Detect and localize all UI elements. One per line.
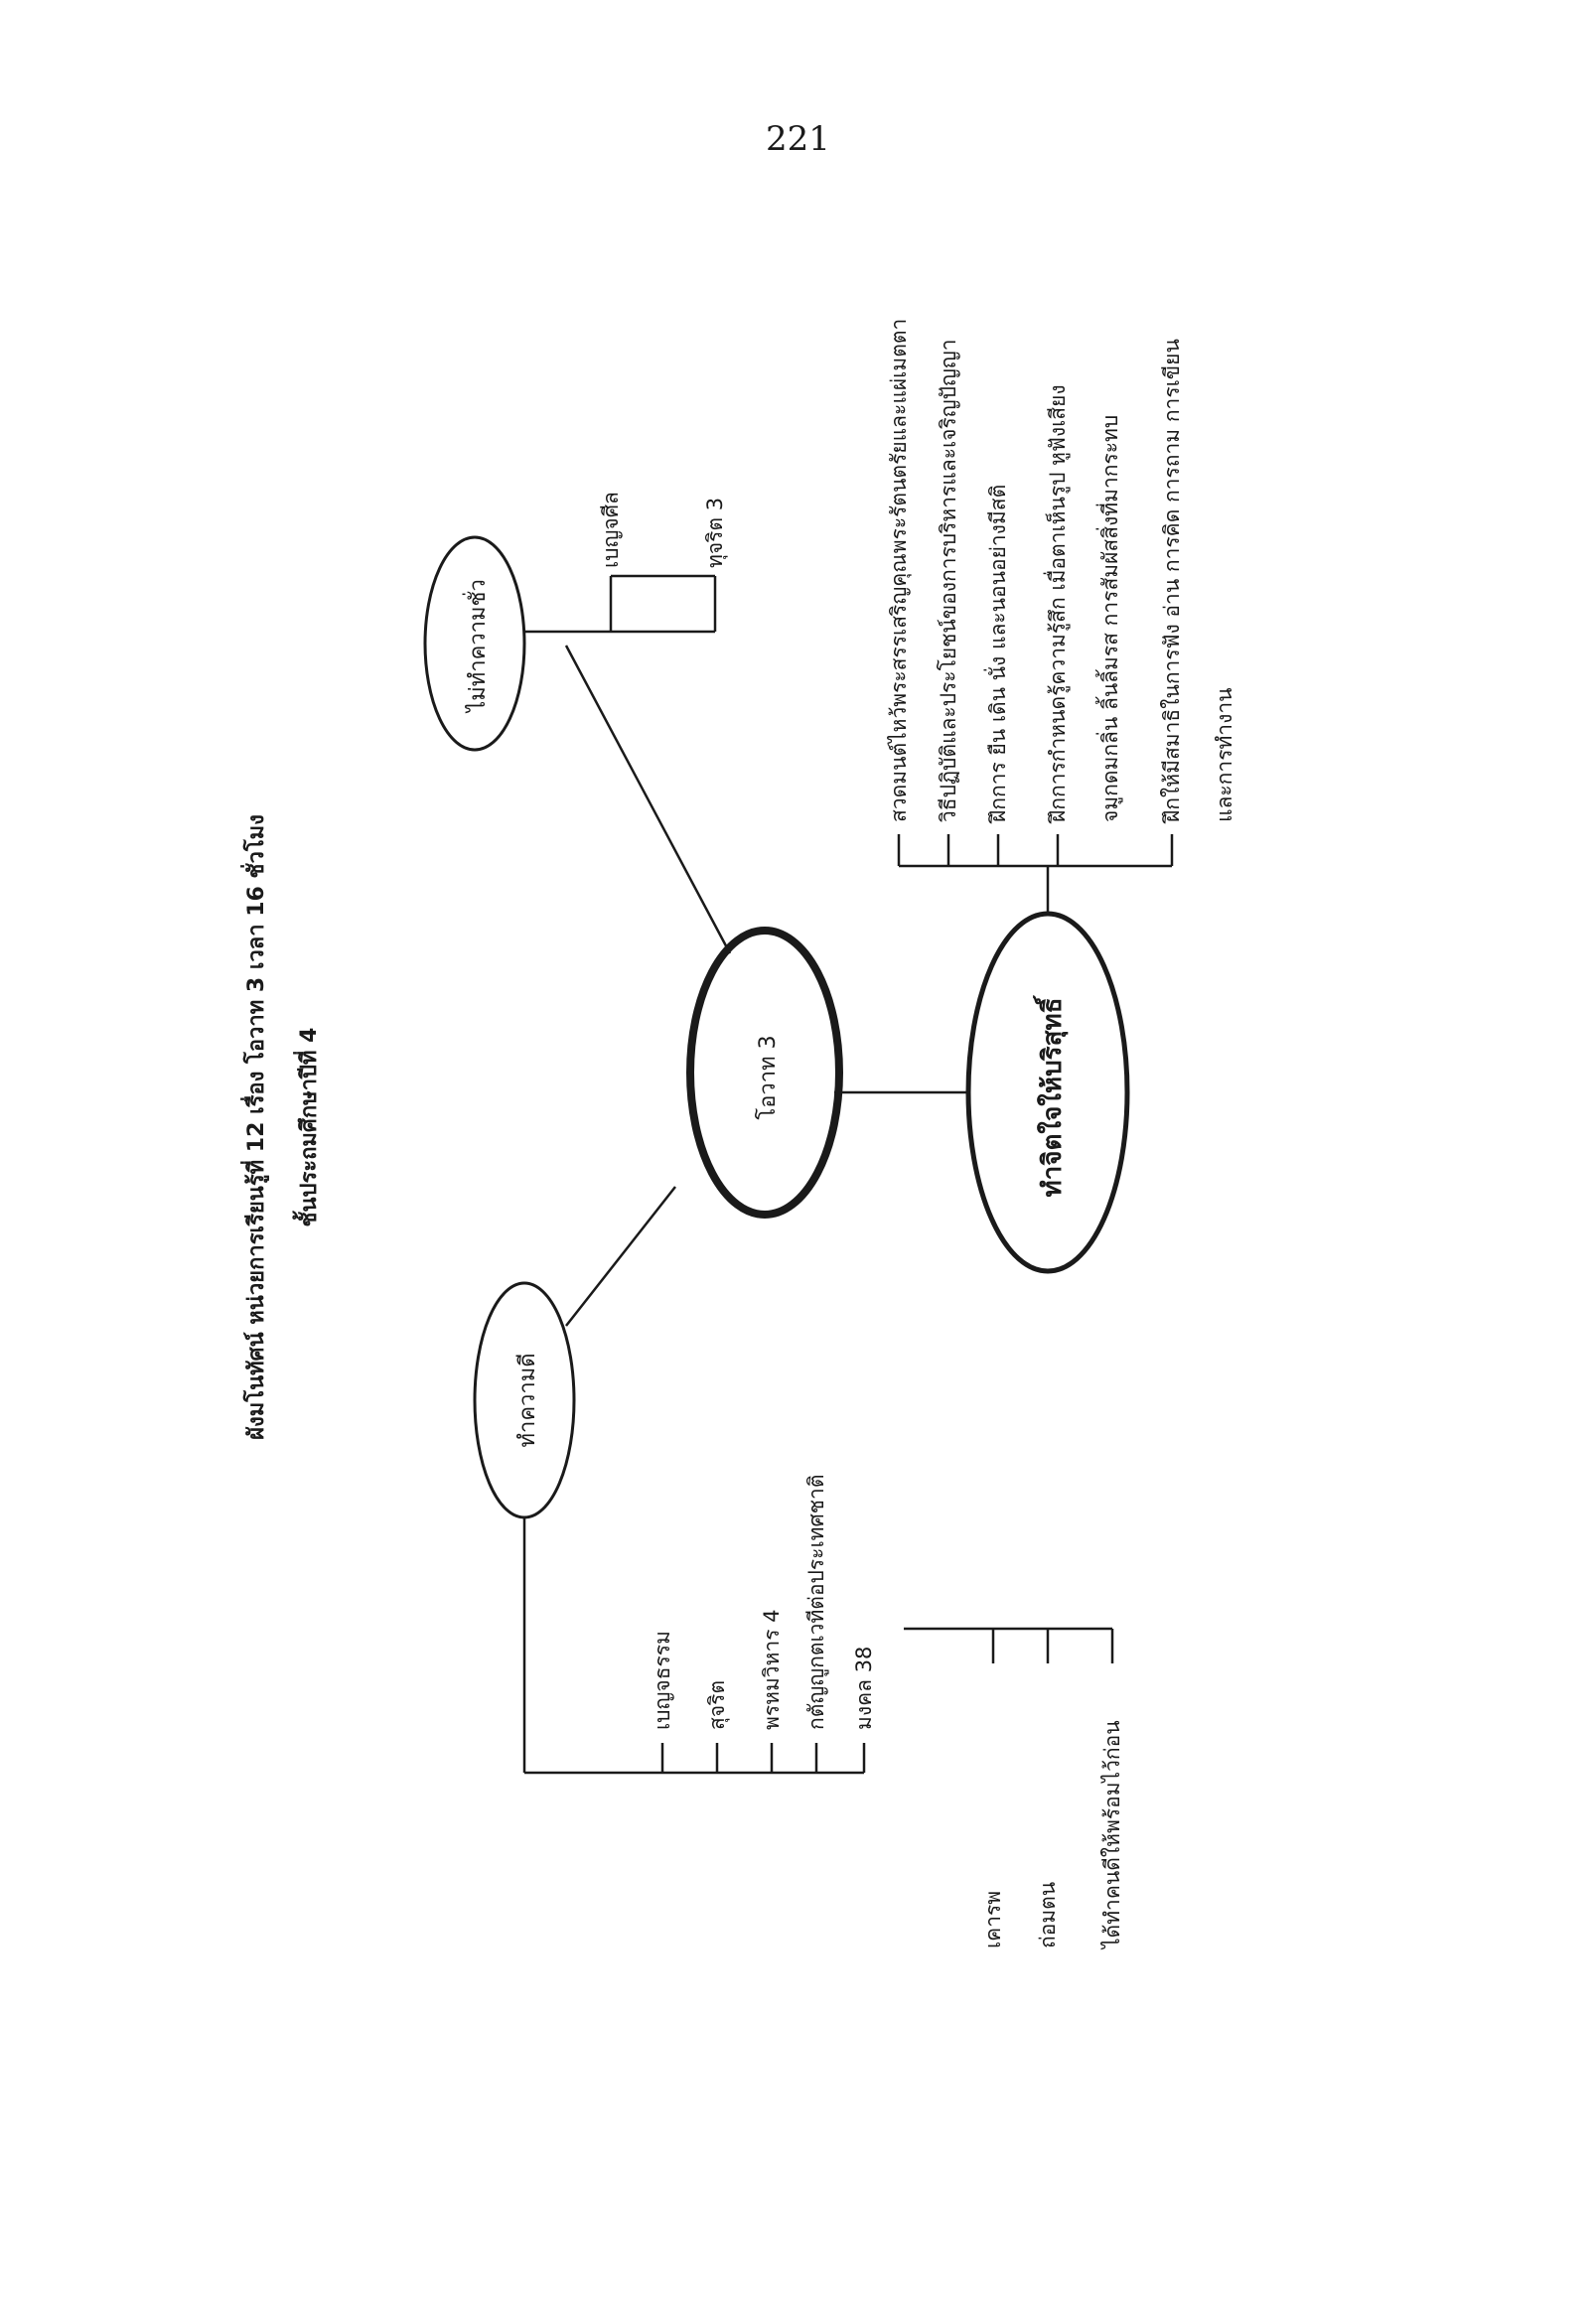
link-center-do — [565, 1186, 676, 1327]
dont-label: ไม่ทำความชั่ว — [462, 579, 491, 714]
do-item: เบญจธรรม — [651, 1631, 674, 1730]
page-number: 221 — [766, 119, 830, 159]
branch-do: ทำความดี เบญจธรรม สุจริต พรหมวิหาร 4 กตั… — [473, 1281, 1124, 1950]
center-label: โอวาท 3 — [755, 1035, 781, 1119]
purify-item: จมูกดมกลิ่น ลิ้นลิ้มรส การสัมผัสสิ่งที่ม… — [1095, 415, 1123, 822]
center-oval — [686, 927, 843, 1219]
do-item: พรหมวิหาร 4 — [760, 1609, 784, 1730]
title-line-2: ชั้นประถมศึกษาปีที่ 4 — [292, 1028, 322, 1227]
dont-item: เบญจศีล — [599, 492, 623, 568]
do-item: สุจริต — [705, 1680, 730, 1730]
purify-item: สวดมนต์ไหว้พระสรรเสริญคุณพระรัตนตรัยและแ… — [887, 319, 912, 822]
purify-item: ฝึกการกำหนดรู้ความรู้สึก เมื่อตาเห็นรูป … — [1043, 384, 1071, 824]
mongkol-item: ได้ทำคนดีให้พร้อมไว้ก่อน — [1100, 1720, 1124, 1950]
do-item: กตัญญูกตเวทีต่อประเทศชาติ — [804, 1475, 829, 1730]
link-center-dont — [564, 645, 732, 954]
mongkol-item: ถ่อมตน — [1036, 1882, 1060, 1948]
purify-label: ทำจิตใจให้บริสุทธิ์ — [1032, 995, 1069, 1197]
do-label: ทำความดี — [515, 1353, 540, 1447]
mongkol-item: เคารพ — [981, 1891, 1005, 1948]
do-item: มงคล 38 — [852, 1647, 876, 1730]
purify-item: ฝึกการ ยืน เดิน นั่ง และนอนอย่างมีสติ — [983, 485, 1010, 824]
dont-item: ทุจริต 3 — [703, 498, 728, 568]
purify-item: วิธีปฏิบัติและประโยชน์ของการบริหารและเจร… — [937, 339, 960, 822]
dont-oval — [423, 535, 526, 752]
title: ผังมโนทัศน์ หน่วยการเรียนรู้ที่ 12 เรื่อ… — [239, 814, 322, 1440]
center-node: โอวาท 3 — [686, 927, 843, 1219]
branch-dont: ไม่ทำความชั่ว เบญจศีล ทุจริต 3 — [423, 492, 728, 752]
branch-purify: ทำจิตใจให้บริสุทธิ์ สวดมนต์ไหว้พระสรรเสร… — [887, 319, 1236, 1274]
purify-item: และการทำงาน — [1213, 687, 1236, 822]
purify-item: ฝึกให้มีสมาธิในการฟัง อ่าน การคิด การถาม… — [1160, 339, 1184, 824]
title-line-1: ผังมโนทัศน์ หน่วยการเรียนรู้ที่ 12 เรื่อ… — [239, 814, 270, 1440]
